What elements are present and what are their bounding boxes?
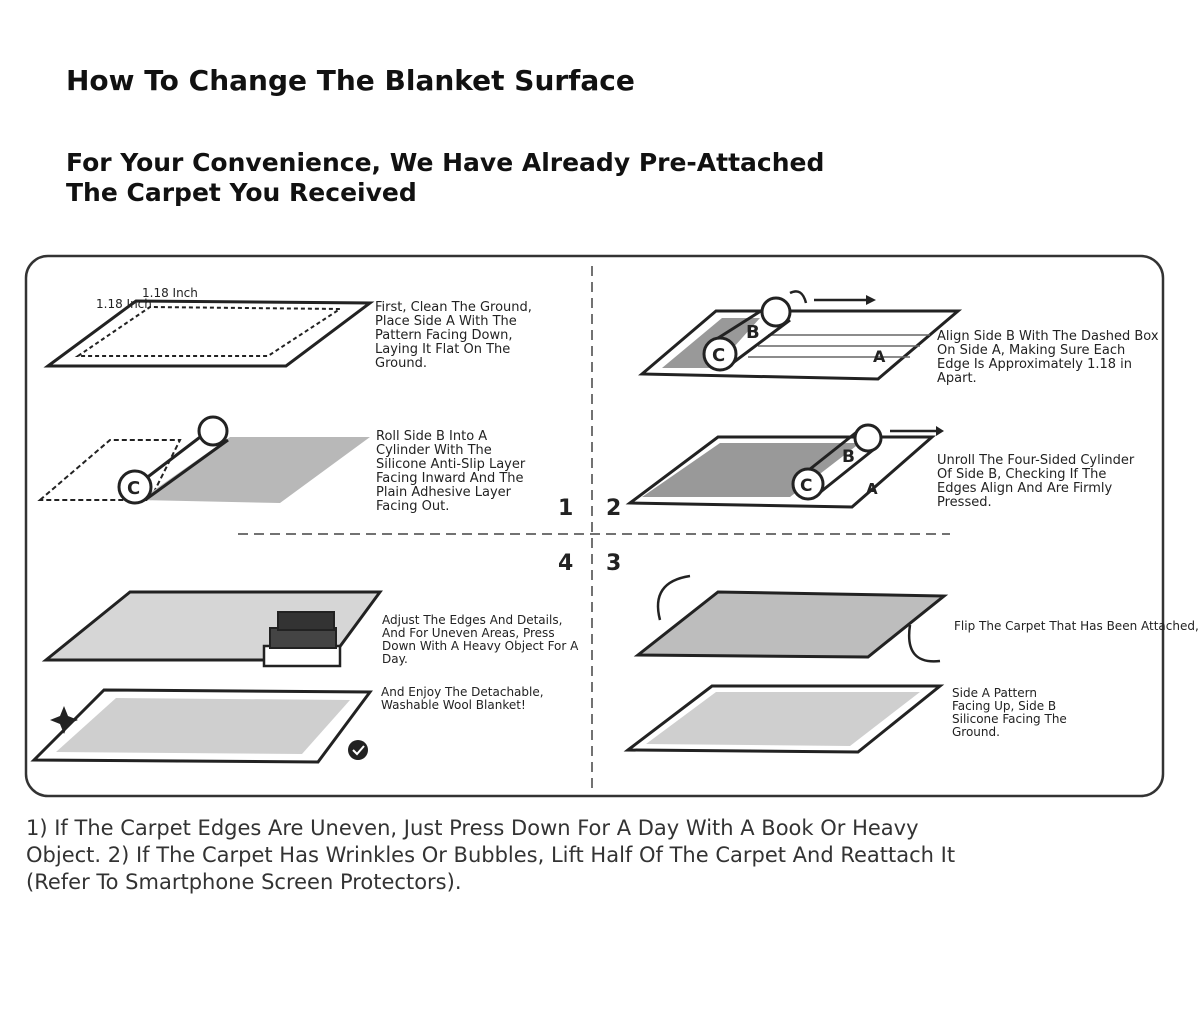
step-caption-5: Adjust The Edges And Details, And For Un… [382,613,579,666]
step-caption-7: Flip The Carpet That Has Been Attached, [954,619,1199,633]
step-caption-1: First, Clean The Ground, Place Side A Wi… [375,300,532,371]
step8-illustration [623,684,945,754]
step6-illustration [30,688,373,764]
step3-label-b: B [746,322,760,343]
page-subtitle: For Your Convenience, We Have Already Pr… [66,148,825,207]
footnote: 1) If The Carpet Edges Are Uneven, Just … [26,816,956,894]
section-number-4: 4 [558,551,573,576]
step3-label-c: C [712,345,725,366]
page-title: How To Change The Blanket Surface [66,64,635,97]
dim-label-left: 1.18 Inch [96,297,152,311]
step-caption-6: And Enjoy The Detachable, Washable Wool … [381,685,544,712]
step7-illustration [633,574,949,663]
step4-label-a: A [866,480,878,498]
step-caption-2: Roll Side B Into A Cylinder With The Sil… [376,429,526,514]
section-number-3: 3 [606,551,621,576]
section-number-1: 1 [558,496,573,521]
step-caption-4: Unroll The Four-Sided Cylinder Of Side B… [937,453,1135,510]
dim-label-top: 1.18 Inch [142,286,198,300]
step5-illustration [41,590,383,668]
step2-illustration: C [37,415,370,505]
step3-label-a: A [873,347,886,366]
step2-roll-label: C [127,478,140,499]
step4-label-c: C [800,476,812,496]
diagram-frame [24,254,1165,798]
step1-illustration [43,299,375,368]
step-caption-8: Side A Pattern Facing Up, Side B Silicon… [952,686,1067,739]
step3-illustration: C B A [638,290,963,381]
step4-illustration: C B A [625,423,944,509]
step-caption-3: Align Side B With The Dashed Box On Side… [937,329,1159,386]
section-number-2: 2 [606,496,621,521]
step4-label-b: B [842,447,855,467]
